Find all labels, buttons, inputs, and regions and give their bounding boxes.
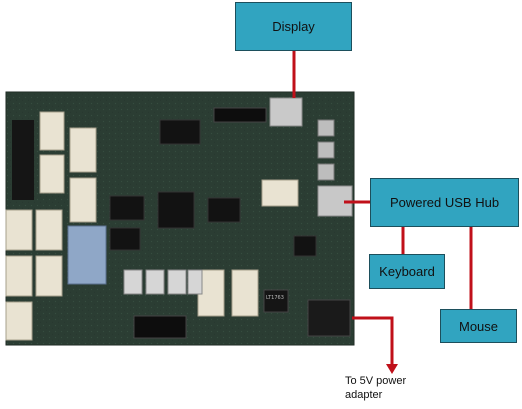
push-buttons [318, 120, 334, 180]
line-power [352, 318, 392, 368]
powered-usb-hub-label: Powered USB Hub [390, 195, 499, 210]
powered-usb-hub-box: Powered USB Hub [370, 178, 519, 227]
keyboard-box: Keyboard [369, 254, 445, 289]
display-label: Display [272, 19, 315, 34]
power-jack [308, 300, 350, 336]
mouse-box: Mouse [440, 309, 517, 343]
chip-label: LT1763 [266, 295, 284, 301]
seven-segment-displays [124, 270, 202, 294]
caption-line-1: To 5V power [345, 374, 407, 388]
black-pin-header [12, 120, 34, 200]
keyboard-label: Keyboard [379, 264, 435, 279]
power-arrow-head [386, 364, 398, 374]
display-port-connector [270, 98, 302, 126]
caption-line-2: adapter [345, 388, 407, 402]
regulator-chip: LT1763 [264, 290, 288, 312]
dip-switch [68, 226, 106, 284]
display-box: Display [235, 2, 352, 51]
mouse-label: Mouse [459, 319, 498, 334]
power-adapter-caption: To 5V power adapter [345, 374, 407, 402]
